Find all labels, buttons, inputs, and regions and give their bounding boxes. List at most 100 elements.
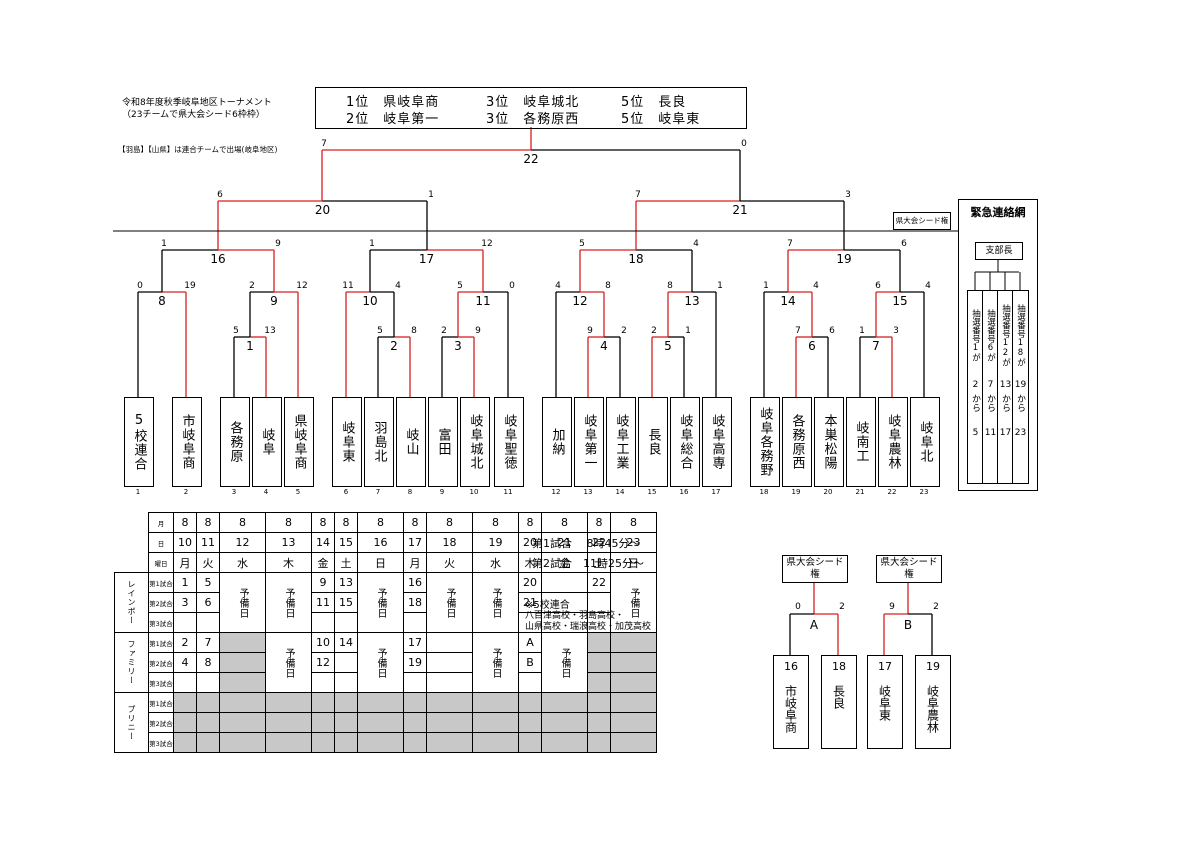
schedule-cell — [311, 732, 335, 753]
slot-label: 第2試合 — [148, 712, 174, 733]
schedule-header-cell: 月 — [173, 552, 197, 573]
schedule-cell — [541, 712, 588, 733]
schedule-header-cell: 10 — [173, 532, 197, 553]
score-left: 4 — [555, 281, 561, 291]
schedule-cell: 20 — [518, 572, 542, 593]
team-number: 21 — [855, 488, 865, 496]
schedule-cell — [472, 692, 519, 713]
team-box: 本巣松陽 — [814, 397, 844, 487]
team-number: 9 — [439, 488, 445, 496]
slot-label: 第1試合 — [148, 692, 174, 713]
match-times: 第1試合 8時45分～ 第2試合 11時25分～ — [532, 534, 644, 574]
match-number: 7 — [872, 339, 880, 353]
schedule-cell: 22 — [587, 572, 611, 593]
score-left: 5 — [233, 326, 239, 336]
schedule-header-cell: 土 — [334, 552, 358, 573]
team-number: 11 — [503, 488, 513, 496]
schedule-cell — [610, 632, 657, 653]
team-box: 岐阜総合 — [670, 397, 700, 487]
schedule-cell: 14 — [334, 632, 358, 653]
schedule-cell — [196, 612, 220, 633]
score-left: 1 — [369, 239, 375, 249]
schedule-cell — [334, 652, 358, 673]
playoff-score: 2 — [839, 602, 845, 612]
score-left: 2 — [651, 326, 657, 336]
group-name: レインボー — [114, 572, 149, 633]
schedule-cell — [173, 692, 197, 713]
score-right: 1 — [685, 326, 691, 336]
schedule-header-cell: 8 — [196, 512, 220, 533]
match-number: 11 — [475, 294, 491, 308]
title-line-1: 令和8年度秋季岐阜地区トーナメント — [122, 98, 272, 108]
schedule-header-cell: 火 — [196, 552, 220, 573]
schedule-cell: 12 — [311, 652, 335, 673]
schedule-header-cell: 8 — [518, 512, 542, 533]
score-right: 1 — [717, 281, 723, 291]
schedule-cell — [311, 672, 335, 693]
team-number: 19 — [791, 488, 801, 496]
reserve-day: 予備日 — [265, 572, 312, 633]
schedule-cell: 6 — [196, 592, 220, 613]
schedule-header-cell: 8 — [334, 512, 358, 533]
schedule-cell — [541, 692, 588, 713]
schedule-header-cell: 22 — [587, 532, 611, 553]
score-right: 12 — [296, 281, 308, 291]
team-box: 岐山 — [396, 397, 426, 487]
schedule-cell — [196, 712, 220, 733]
schedule-cell — [541, 572, 588, 593]
schedule-cell — [587, 672, 611, 693]
score-left: 6 — [875, 281, 881, 291]
match-number: 8 — [158, 294, 166, 308]
schedule-header-cell: 12 — [219, 532, 266, 553]
team-number: 2 — [183, 488, 189, 496]
seed-line-label: 県大会シード権 — [893, 212, 951, 230]
score-right: 8 — [605, 281, 611, 291]
team-box: 岐阜聖徳 — [494, 397, 524, 487]
schedule-cell — [518, 712, 542, 733]
match-number: 14 — [780, 294, 796, 308]
schedule-cell: B — [518, 652, 542, 673]
reserve-day: 予備日 — [541, 632, 588, 693]
match-number: 19 — [836, 252, 852, 266]
team-number: 10 — [469, 488, 479, 496]
schedule-cell — [219, 712, 266, 733]
score-right: 6 — [901, 239, 907, 249]
schedule-header-cell: 火 — [426, 552, 473, 573]
score-left: 5 — [579, 239, 585, 249]
schedule-cell — [610, 652, 657, 673]
schedule-cell — [219, 652, 266, 673]
team-box: 各務原 — [220, 397, 250, 487]
schedule-cell — [426, 732, 473, 753]
schedule-cell — [403, 732, 427, 753]
schedule-cell — [173, 732, 197, 753]
team-box: 長良 — [638, 397, 668, 487]
team-number: 4 — [263, 488, 269, 496]
schedule-header-cell: 8 — [357, 512, 404, 533]
schedule-cell — [518, 672, 542, 693]
schedule-cell — [334, 692, 358, 713]
schedule-cell — [403, 672, 427, 693]
schedule-cell — [219, 672, 266, 693]
reserve-day: 予備日 — [219, 572, 266, 633]
schedule-header-cell: 月 — [403, 552, 427, 573]
schedule-header-label: 月 — [148, 512, 174, 533]
schedule-header-cell: 木 — [265, 552, 312, 573]
score-right: 3 — [845, 190, 851, 200]
emergency-contact-panel: 緊急連絡網 — [958, 199, 1038, 491]
team-box: 岐阜北 — [910, 397, 940, 487]
score-left: 7 — [795, 326, 801, 336]
team-number: 7 — [375, 488, 381, 496]
team-number: 15 — [647, 488, 657, 496]
schedule-header-cell: 19 — [472, 532, 519, 553]
second-match-time: 第2試合 11時25分～ — [532, 557, 644, 570]
schedule-cell — [334, 672, 358, 693]
schedule-cell — [265, 732, 312, 753]
schedule-cell — [173, 672, 197, 693]
schedule-cell — [426, 652, 473, 673]
match-number: 3 — [454, 339, 462, 353]
score-right: 13 — [264, 326, 276, 336]
schedule-cell — [472, 732, 519, 753]
